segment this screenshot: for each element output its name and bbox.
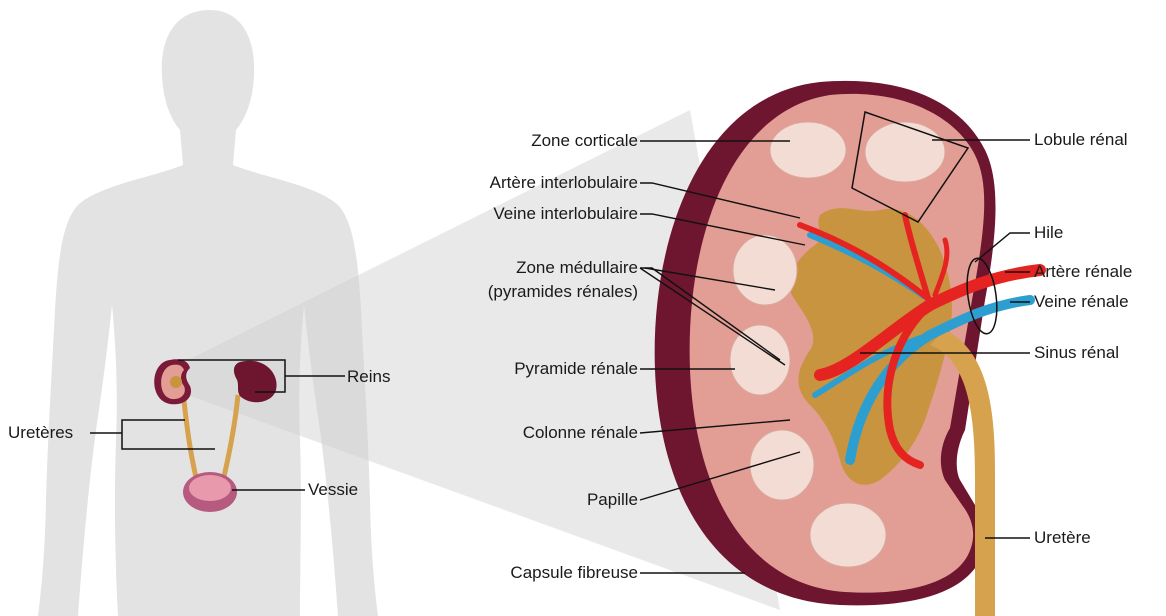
label-bladder: Vessie <box>308 480 358 500</box>
label-ureter: Uretère <box>1034 528 1091 548</box>
label-kidneys: Reins <box>347 367 390 387</box>
label-papilla: Papille <box>587 490 638 510</box>
label-renal-artery: Artère rénale <box>1034 262 1132 282</box>
label-interlobular-vein: Veine interlobulaire <box>493 204 638 224</box>
label-renal-sinus: Sinus rénal <box>1034 343 1119 363</box>
label-cortex: Zone corticale <box>531 131 638 151</box>
label-renal-pyramid: Pyramide rénale <box>514 359 638 379</box>
label-renal-column: Colonne rénale <box>523 423 638 443</box>
label-hilum: Hile <box>1034 223 1063 243</box>
label-renal-vein: Veine rénale <box>1034 292 1129 312</box>
label-fibrous-capsule: Capsule fibreuse <box>510 563 638 583</box>
label-ureters: Uretères <box>8 423 73 443</box>
label-interlobular-artery: Artère interlobulaire <box>490 173 638 193</box>
label-renal-lobule: Lobule rénal <box>1034 130 1128 150</box>
label-medulla-sub: (pyramides rénales) <box>488 282 638 302</box>
label-medulla: Zone médullaire <box>516 258 638 278</box>
kidney-cross-section <box>655 81 1040 616</box>
